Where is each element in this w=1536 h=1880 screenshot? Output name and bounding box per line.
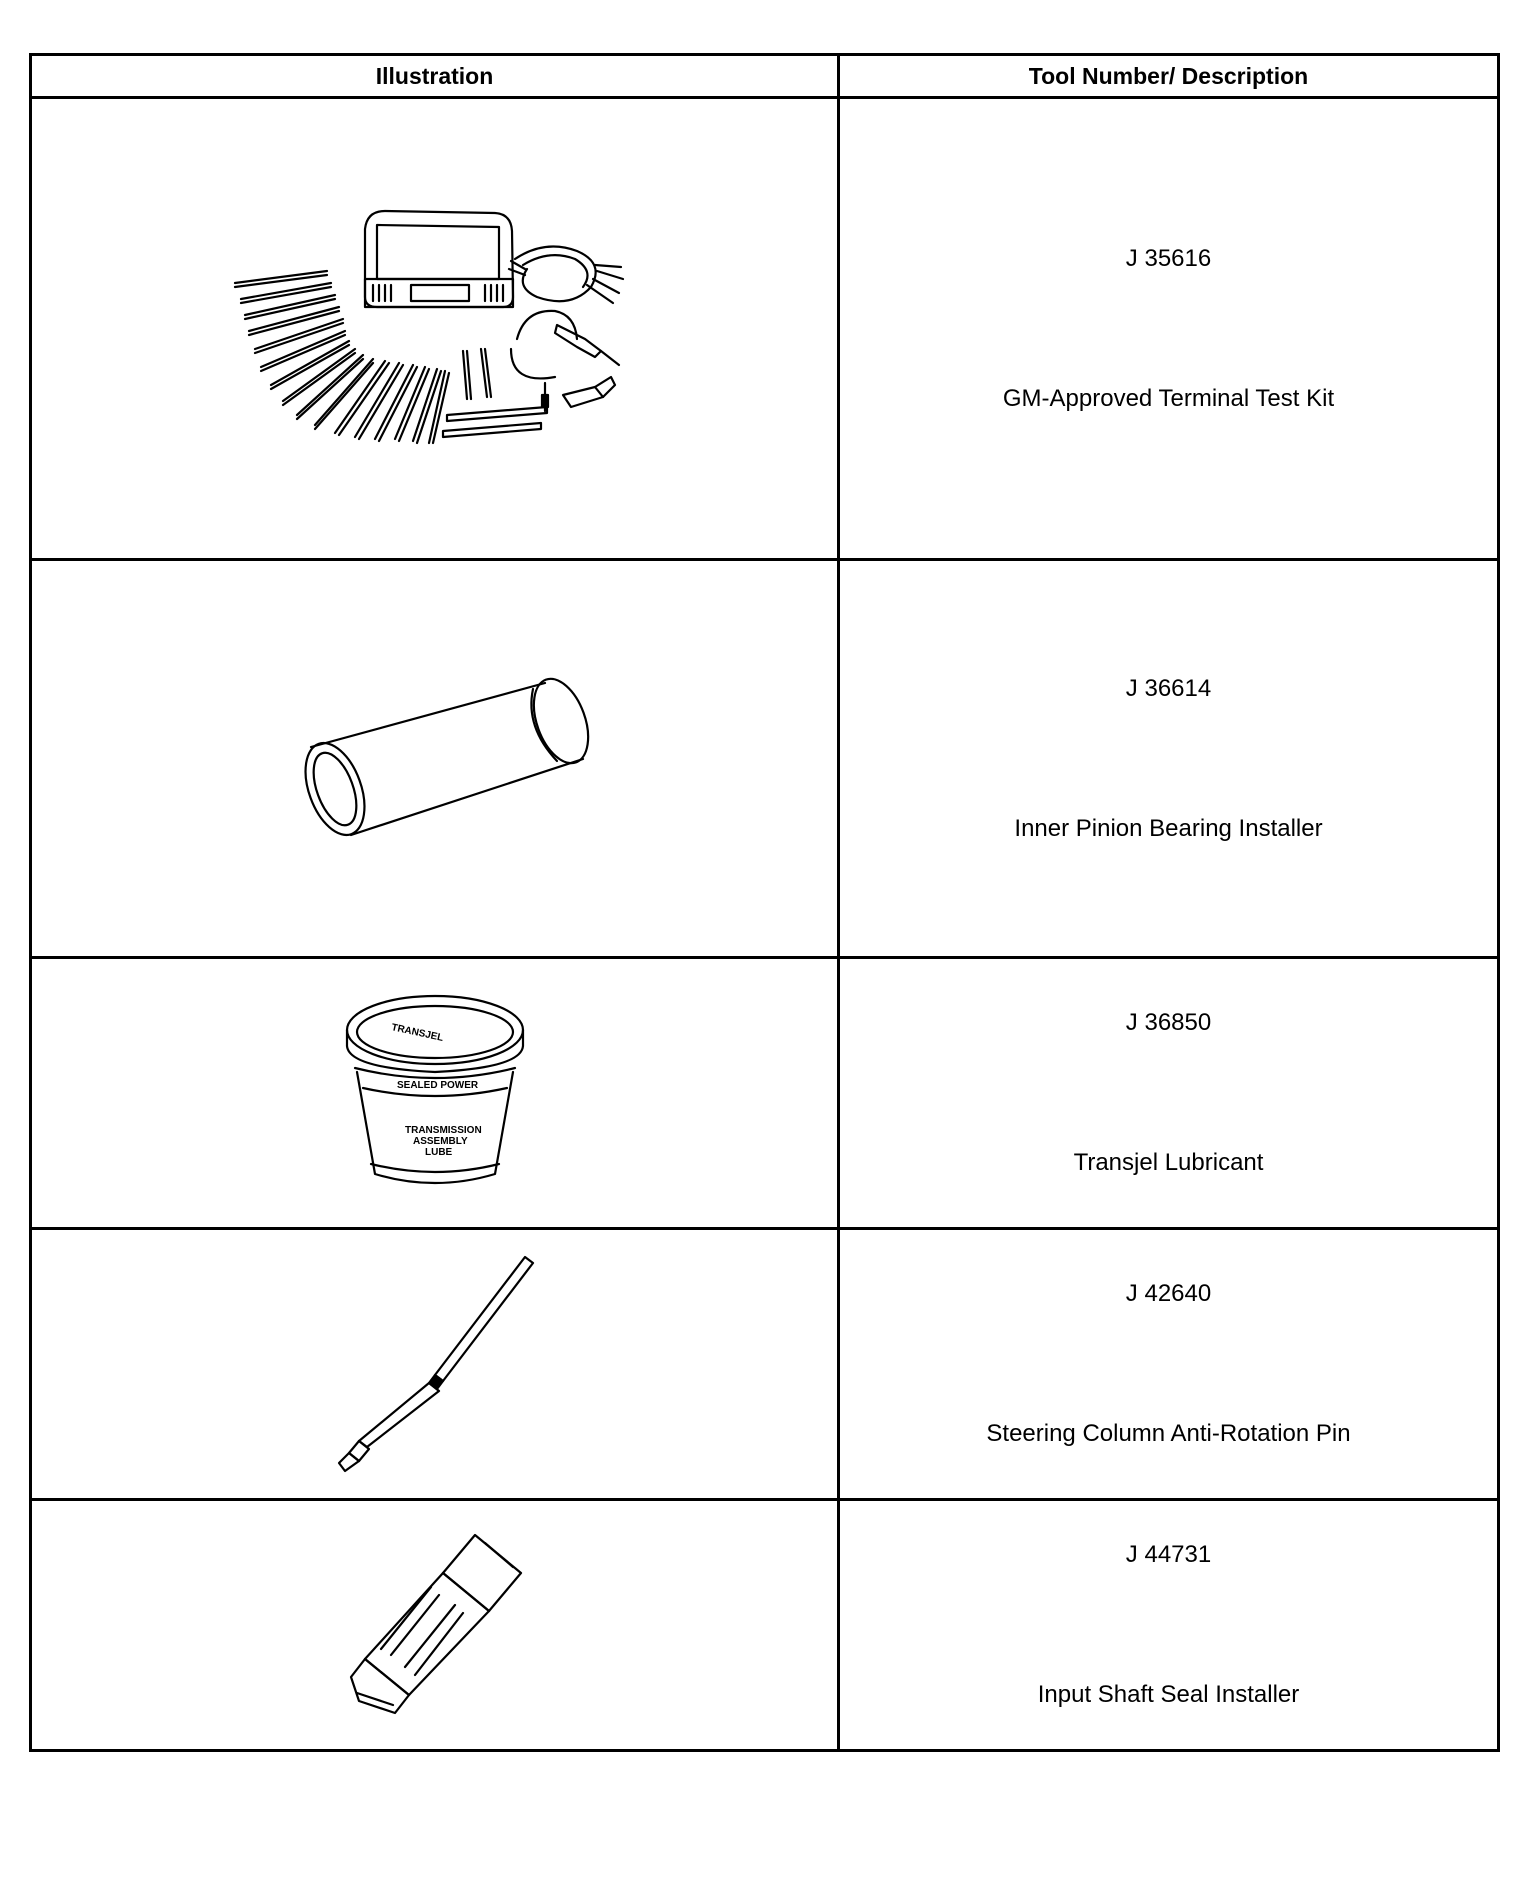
table-row: J 36614 Inner Pinion Bearing Installer xyxy=(29,558,1500,959)
tool-number: J 35616 xyxy=(1125,244,1212,272)
illustration-cell xyxy=(29,1498,840,1752)
tool-number: J 36614 xyxy=(1125,674,1212,702)
tool-description: Transjel Lubricant xyxy=(1073,1149,1264,1176)
illustration-cell xyxy=(29,96,840,561)
terminal-test-kit-icon xyxy=(233,209,624,444)
description-cell: J 36614 Inner Pinion Bearing Installer xyxy=(837,558,1500,959)
anti-rotation-pin-icon xyxy=(337,1255,534,1473)
illustration-cell xyxy=(29,558,840,959)
lubricant-tub-icon: SEALED POWER TRANSMISSION ASSEMBLY LUBE … xyxy=(345,994,524,1185)
tool-description: Inner Pinion Bearing Installer xyxy=(1014,814,1323,842)
tool-number: J 36850 xyxy=(1125,1009,1212,1036)
illustration-cell: SEALED POWER TRANSMISSION ASSEMBLY LUBE … xyxy=(29,956,840,1230)
tool-number: J 44731 xyxy=(1125,1541,1212,1568)
svg-text:TRANSMISSION: TRANSMISSION xyxy=(405,1125,482,1136)
table-row: J 44731 Input Shaft Seal Installer xyxy=(29,1498,1500,1752)
svg-text:LUBE: LUBE xyxy=(425,1147,453,1158)
tool-description: Steering Column Anti-Rotation Pin xyxy=(986,1420,1351,1447)
illustration-cell xyxy=(29,1227,840,1501)
header-illustration: Illustration xyxy=(29,53,840,99)
header-row: Illustration Tool Number/ Description xyxy=(29,53,1500,99)
bearing-installer-tube-icon xyxy=(303,677,589,836)
description-cell: J 35616 GM-Approved Terminal Test Kit xyxy=(837,96,1500,561)
tools-table: Illustration Tool Number/ Description xyxy=(29,53,1500,1752)
description-cell: J 36850 Transjel Lubricant xyxy=(837,956,1500,1230)
table-row: J 35616 GM-Approved Terminal Test Kit xyxy=(29,96,1500,561)
svg-text:TRANSJEL: TRANSJEL xyxy=(390,1022,444,1044)
svg-text:SEALED POWER: SEALED POWER xyxy=(397,1080,479,1091)
description-cell: J 42640 Steering Column Anti-Rotation Pi… xyxy=(837,1227,1500,1501)
svg-text:ASSEMBLY: ASSEMBLY xyxy=(413,1136,468,1147)
description-cell: J 44731 Input Shaft Seal Installer xyxy=(837,1498,1500,1752)
table-row: J 42640 Steering Column Anti-Rotation Pi… xyxy=(29,1227,1500,1501)
header-tool-description: Tool Number/ Description xyxy=(837,53,1500,99)
seal-installer-icon xyxy=(349,1533,522,1715)
tool-description: Input Shaft Seal Installer xyxy=(1037,1681,1300,1708)
tool-number: J 42640 xyxy=(1125,1280,1212,1307)
tool-description: GM-Approved Terminal Test Kit xyxy=(1002,384,1335,412)
table-row: SEALED POWER TRANSMISSION ASSEMBLY LUBE … xyxy=(29,956,1500,1230)
